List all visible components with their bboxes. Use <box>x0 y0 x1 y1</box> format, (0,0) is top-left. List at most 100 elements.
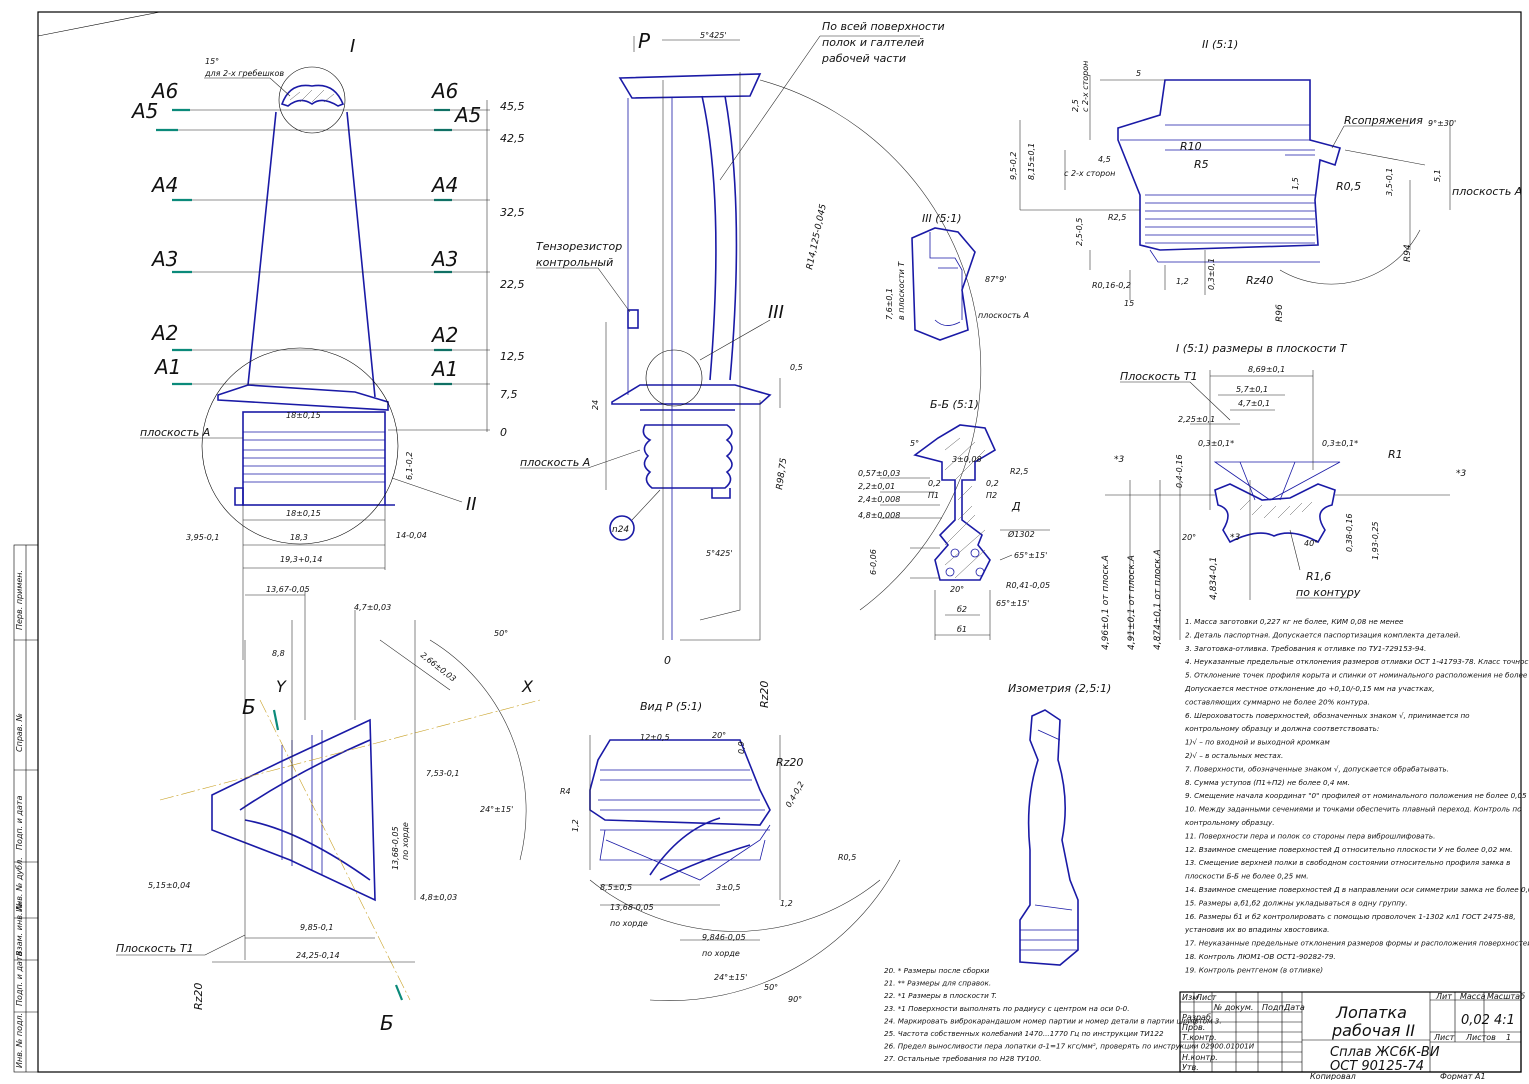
axis-x-label: X <box>521 677 534 696</box>
view-i-outline <box>1214 483 1336 544</box>
dim-24-25: 24,25-0,14 <box>296 951 340 960</box>
side-airfoil <box>701 95 738 381</box>
p-angle-top: 5°425' <box>700 31 727 40</box>
i-4-91: 4,91±0,1 от плоск.А <box>1127 555 1137 650</box>
notes_bottom-line-4: 24. Маркировать виброкарандашом номер па… <box>884 1016 1222 1025</box>
vp-90deg: 90° <box>788 995 802 1004</box>
detail-iii-circle <box>645 349 703 407</box>
bb-b1: б1 <box>957 625 967 634</box>
i-star3-c: *3 <box>1230 533 1241 543</box>
surface-note-1: По всей поверхности <box>822 20 945 33</box>
strip-label-1: Справ. № <box>15 713 24 752</box>
notes_right-line-17: 12. Взаимное смещение поверхностей Д отн… <box>1185 845 1513 854</box>
view-p: Вид Р (5:1) Rz20 12±0,5 20° 0,9 R4 Rz20 … <box>560 681 901 1004</box>
main-blade-view: A6 A6 A5 A5 A4 A4 A3 A3 A2 A2 A1 A1 45,5… <box>130 36 525 660</box>
tb-col-list: Лист <box>1195 993 1217 1002</box>
dim-0-5: 0,5 <box>790 363 803 372</box>
i-1-93: 1,93-0,25 <box>1371 521 1380 560</box>
dim-24-side: 24 <box>591 400 600 410</box>
sec-a6-left: A6 <box>150 79 178 103</box>
view-p-outline <box>589 739 771 826</box>
vp-0-4: 0,4-0,2 <box>784 780 806 809</box>
bb-65b: 65°±15' <box>996 599 1029 608</box>
sec-a3-right: A3 <box>430 247 458 271</box>
dim-8-8: 8,8 <box>272 649 285 658</box>
i-contour: по контуру <box>1296 586 1361 599</box>
vp-chord-a: по хорде <box>610 919 648 928</box>
plane-t1-label: Плоскость T1 <box>116 942 194 955</box>
ii-two-sides-b: с 2-х сторон <box>1064 169 1115 178</box>
bb-d: Д <box>1011 500 1021 513</box>
notes_right-line-10: 2)√ – в остальных местах. <box>1185 751 1283 760</box>
notes_right-line-22: 16. Размеры б1 и б2 контролировать с пом… <box>1185 912 1516 921</box>
notes_right-line-1: 2. Деталь паспортная. Допускается паспор… <box>1185 630 1461 639</box>
notes_right-line-19: плоскости Б-Б не более 0,25 мм. <box>1185 872 1309 881</box>
view-ii-title: II (5:1) <box>1202 38 1238 51</box>
i-r1: R1 <box>1388 448 1403 461</box>
dim-7-53: 7,53-0,1 <box>426 769 459 778</box>
strip-label-2: Подп. и дата <box>15 795 24 850</box>
tb-mass: 0,02 <box>1461 1013 1490 1028</box>
bb-6: 6-0,06 <box>869 549 878 575</box>
tb-material-1: Сплав ЖС6К-ВИ <box>1330 1045 1440 1060</box>
view-iii-outline <box>911 227 976 341</box>
bb-r0-41: R0,41-0,05 <box>1006 581 1050 590</box>
tb-format: Формат A1 <box>1440 1072 1486 1080</box>
notes_right-line-12: 8. Сумма уступов (П1+П2) не более 0,4 мм… <box>1185 778 1350 787</box>
notes_right-line-0: 1. Масса заготовки 0,227 кг не более, КИ… <box>1185 617 1404 626</box>
notes_right-line-2: 3. Заготовка-отливка. Требования к отлив… <box>1185 644 1426 653</box>
surface-note-3: рабочей части <box>821 52 906 65</box>
vp-12: 12±0,5 <box>640 733 670 742</box>
tb-sheets-label: Листов <box>1465 1033 1496 1042</box>
section-markers <box>156 100 490 432</box>
notes_right-line-11: 7. Поверхности, обозначенные знаком √, д… <box>1185 764 1449 773</box>
root-plan-outline <box>211 718 376 902</box>
height-45-5: 45,5 <box>500 100 525 113</box>
vp-chord-b: по хорде <box>702 949 740 958</box>
sec-a5-right: A5 <box>453 103 481 127</box>
vp-24deg: 24°±15' <box>714 973 747 982</box>
strip-label-5: Подп. и дата <box>15 951 24 1006</box>
bb-0-57: 0,57±0,03 <box>858 469 900 478</box>
side-platform <box>611 384 772 405</box>
view-ii: II (5:1) 5 2,5 с 2-х сторон 9,5-0,2 8,15… <box>1009 38 1522 322</box>
dim-13-67: 13,67-0,05 <box>266 585 310 594</box>
height-22-5: 22,5 <box>500 278 525 291</box>
angle-arc-50 <box>429 639 527 861</box>
ii-mating-radius: Rсопряжения <box>1344 114 1423 127</box>
bb-title: Б-Б (5:1) <box>930 398 979 411</box>
i-5-7: 5,7±0,1 <box>1236 385 1268 394</box>
strain-gauge <box>627 309 639 329</box>
rz20-mark: Rz20 <box>192 983 205 1010</box>
ii-5: 5 <box>1136 69 1141 78</box>
ii-8-15: 8,15±0,1 <box>1027 143 1036 180</box>
bb-wire: Ø1302 <box>1007 529 1035 539</box>
blade-airfoil <box>247 111 376 398</box>
bb-0-2-b: 0,2 <box>986 479 999 488</box>
view-ii-outline <box>1117 79 1341 251</box>
vp-rz20-top: Rz20 <box>758 681 771 708</box>
i-40deg: 40° <box>1304 539 1318 548</box>
vp-rz20-side: Rz20 <box>776 756 803 769</box>
detail-i-label: I <box>350 36 355 57</box>
vp-r4: R4 <box>560 787 571 796</box>
ii-r2-5: R2,5 <box>1108 213 1126 222</box>
i-20deg: 20° <box>1182 533 1196 542</box>
notes_right-line-7: 6. Шероховатость поверхностей, обозначен… <box>1185 711 1470 720</box>
iii-dim-7-6: 7,6±0,1 <box>885 288 894 320</box>
tb-sheet: Лист <box>1433 1033 1455 1042</box>
tb-role-ncontr: Н.контр. <box>1182 1053 1218 1062</box>
tb-col-date: Дата <box>1283 1003 1305 1012</box>
iso-outline <box>1019 709 1079 966</box>
height-0: 0 <box>500 426 507 439</box>
view-iii-title: III (5:1) <box>922 212 962 225</box>
sec-a1-left: A1 <box>153 355 181 379</box>
bb-5deg: 5° <box>910 439 919 448</box>
iso-title: Изометрия (2,5:1) <box>1008 682 1111 695</box>
detail-i-circle <box>278 66 346 134</box>
dim-3-95: 3,95-0,1 <box>186 533 219 542</box>
tb-role-approve: Утв. <box>1182 1063 1199 1072</box>
balloon-24: n24 <box>612 525 629 535</box>
side-root-fir-tree <box>640 409 735 489</box>
